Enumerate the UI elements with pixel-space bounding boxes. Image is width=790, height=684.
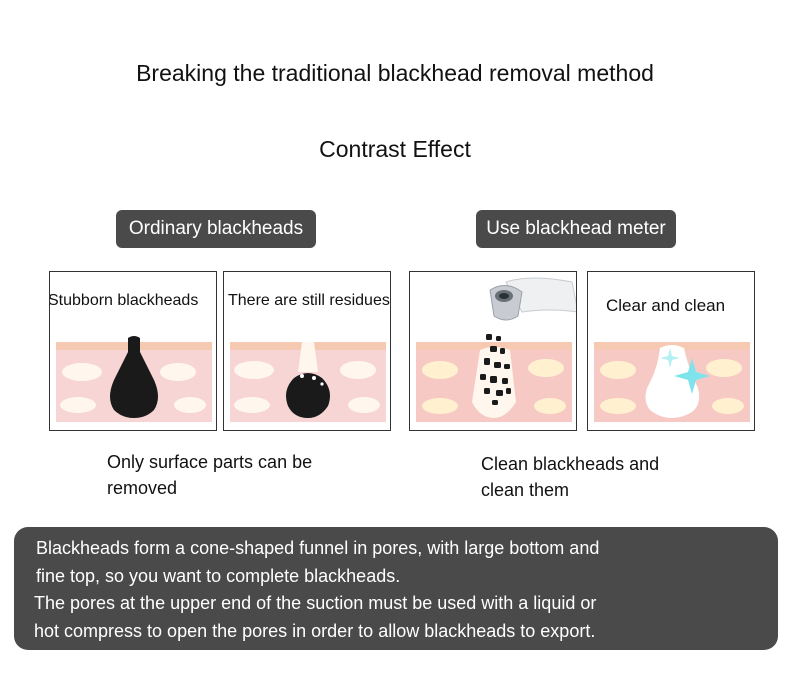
section-label-ordinary: Ordinary blackheads xyxy=(116,210,316,248)
sparkle-small-icon xyxy=(660,348,680,368)
skin-illustration-residues xyxy=(230,342,386,422)
panel-label: There are still residues xyxy=(228,292,390,309)
explanation-box: Blackheads form a cone-shaped funnel in … xyxy=(14,527,778,650)
skin-illustration-suction xyxy=(416,277,576,422)
page-subtitle: Contrast Effect xyxy=(319,136,471,162)
extracted-particles xyxy=(480,334,511,405)
caption-meter: Clean blackheads and clean them xyxy=(481,454,660,500)
panel-label: Stubborn blackheads xyxy=(49,292,199,309)
panel-stubborn-blackheads: Stubborn blackheads xyxy=(49,271,217,431)
section-label-meter: Use blackhead meter xyxy=(476,210,676,248)
note-line: The pores at the upper end of the suctio… xyxy=(34,593,597,613)
page-title: Breaking the traditional blackhead remov… xyxy=(136,60,654,86)
note-line: fine top, so you want to complete blackh… xyxy=(36,565,401,586)
skin-illustration-stubborn xyxy=(56,336,212,422)
panel-meter-suction xyxy=(409,271,577,431)
panel-label: Clear and clean xyxy=(606,296,726,315)
panel-residues: There are still residues xyxy=(223,271,391,431)
sparkle-icon xyxy=(674,358,710,394)
clean-pore xyxy=(645,345,700,418)
blackhead-meter-device xyxy=(489,277,576,321)
blackhead-shape xyxy=(110,336,158,418)
panel-clear-clean: Clear and clean xyxy=(587,271,755,431)
residue-shape xyxy=(286,373,330,418)
note-line: Blackheads form a cone-shaped funnel in … xyxy=(36,538,600,558)
note-line: hot compress to open the pores in order … xyxy=(34,620,596,641)
skin-illustration-clean xyxy=(594,342,750,422)
caption-ordinary: Only surface parts can be removed xyxy=(107,452,313,498)
